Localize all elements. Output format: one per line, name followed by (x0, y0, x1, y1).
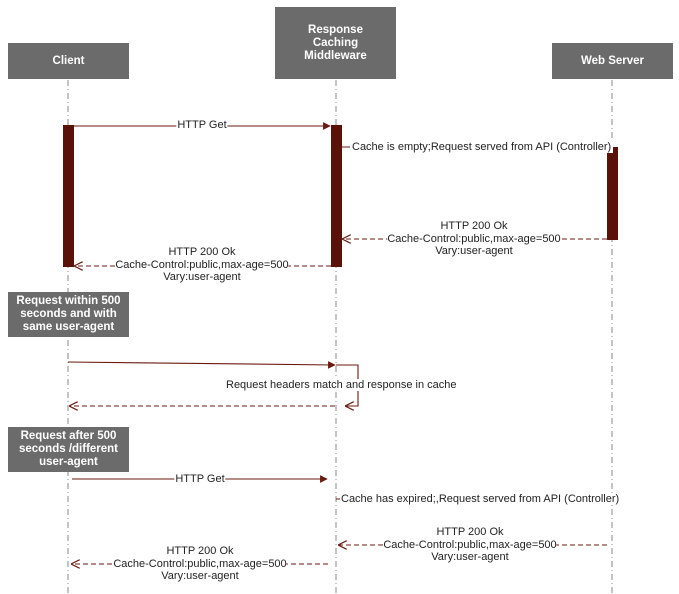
note-within-line-2: seconds and with (20, 308, 117, 320)
middleware-participant: Response Caching Middleware (275, 7, 396, 79)
label-http-get-2: HTTP Get (174, 473, 226, 485)
label-headers-match: Request headers match and response in ca… (225, 379, 458, 391)
label-m8-line-1: HTTP 200 Ok (383, 526, 557, 539)
note-after-line-3: user-agent (39, 456, 98, 468)
label-m4-line-1: HTTP 200 Ok (115, 246, 289, 259)
middleware-title-line-1: Response (308, 23, 363, 36)
label-m8-line-3: Vary:user-agent (383, 551, 557, 564)
label-m4-line-2: Cache-Control:public,max-age=500 (115, 258, 289, 271)
note-request-after-500: Request after 500 seconds /different use… (8, 427, 129, 472)
label-m9-line-2: Cache-Control:public,max-age=500 (113, 557, 287, 570)
note-after-line-2: seconds /different (18, 443, 119, 455)
label-m3-line-3: Vary:user-agent (387, 245, 561, 258)
note-within-line-1: Request within 500 (16, 295, 121, 307)
label-m3-line-1: HTTP 200 Ok (387, 220, 561, 233)
label-server-response: HTTP 200 Ok Cache-Control:public,max-age… (387, 220, 561, 258)
middleware-activation-bar (331, 125, 342, 267)
note-within-line-3: same user-agent (22, 321, 115, 333)
middleware-title-line-2: Caching (312, 36, 359, 49)
label-http-get-1: HTTP Get (176, 119, 228, 131)
label-m9-line-3: Vary:user-agent (113, 570, 287, 583)
label-m9-line-1: HTTP 200 Ok (113, 545, 287, 558)
server-participant: Web Server (552, 43, 673, 79)
label-middleware-response-2: HTTP 200 Ok Cache-Control:public,max-age… (113, 545, 287, 583)
label-m3-line-2: Cache-Control:public,max-age=500 (387, 232, 561, 245)
server-activation-bar (607, 147, 618, 240)
note-after-line-1: Request after 500 (20, 430, 117, 442)
label-m4-line-3: Vary:user-agent (115, 271, 289, 284)
note-request-within-500: Request within 500 seconds and with same… (8, 292, 129, 337)
label-cache-empty: Cache is empty;Request served from API (… (350, 141, 614, 153)
label-cache-expired: Cache has expired;,Request served from A… (340, 493, 621, 505)
middleware-title-line-3: Middleware (304, 49, 367, 62)
request-within-arrow (67, 361, 336, 369)
label-m8-line-2: Cache-Control:public,max-age=500 (383, 538, 557, 551)
label-middleware-response: HTTP 200 Ok Cache-Control:public,max-age… (115, 246, 289, 284)
client-participant: Client (8, 43, 129, 79)
label-server-response-2: HTTP 200 Ok Cache-Control:public,max-age… (383, 526, 557, 564)
client-activation-bar (63, 125, 74, 267)
